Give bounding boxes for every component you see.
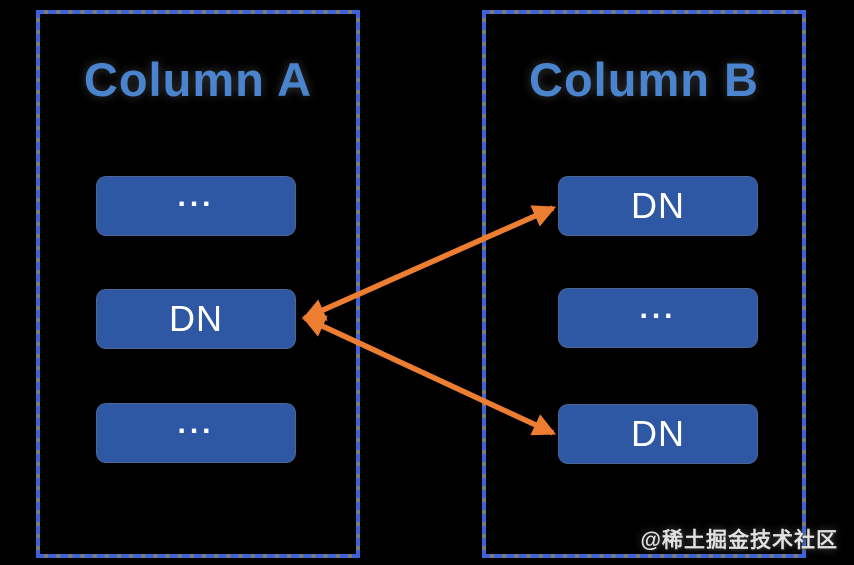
box-label: ... xyxy=(177,407,215,440)
box-label: DN xyxy=(169,298,223,339)
column-a-panel: Column A ... DN ... xyxy=(36,10,360,558)
watermark: @稀土掘金技术社区 xyxy=(640,529,838,552)
box-column-b-ellipsis: ... xyxy=(558,288,758,348)
box-column-a-ellipsis-top: ... xyxy=(96,176,296,236)
box-column-b-dn-bottom: DN xyxy=(558,404,758,464)
box-label: ... xyxy=(639,292,677,325)
box-column-b-dn-top: DN xyxy=(558,176,758,236)
column-b-title: Column B xyxy=(529,53,759,106)
box-label: ... xyxy=(177,180,215,213)
box-column-a-dn: DN xyxy=(96,289,296,349)
box-label: DN xyxy=(631,185,685,226)
column-a-title: Column A xyxy=(83,53,313,106)
column-b-panel: Column B DN ... DN xyxy=(482,10,806,558)
box-column-a-ellipsis-bottom: ... xyxy=(96,403,296,463)
box-label: DN xyxy=(631,413,685,454)
